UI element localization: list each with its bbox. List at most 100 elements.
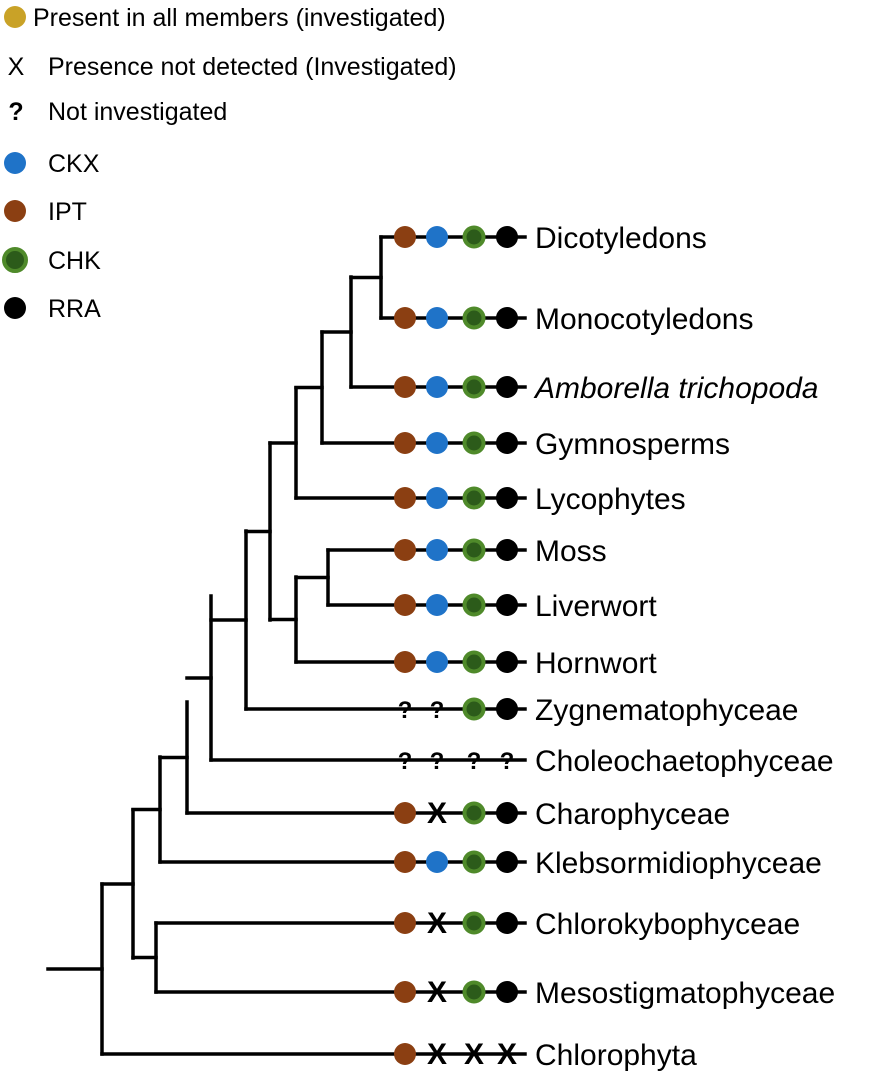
chk-dot xyxy=(462,650,486,674)
legend-ckx-dot xyxy=(4,152,26,174)
legend-item: IPT xyxy=(4,198,87,226)
taxon-label: Choleochaetophyceae xyxy=(535,745,834,778)
not-investigated-question-mark: ? xyxy=(430,748,445,775)
ckx-dot xyxy=(426,432,448,454)
not-investigated-question-mark: ? xyxy=(398,748,413,775)
ckx-dot xyxy=(426,376,448,398)
legend-label: CHK xyxy=(48,247,101,275)
ipt-dot xyxy=(394,851,416,873)
rra-dot xyxy=(496,432,518,454)
rra-dot xyxy=(496,307,518,329)
taxon-label: Chlorokybophyceae xyxy=(535,908,800,941)
legend-chk-dot xyxy=(2,247,28,273)
chk-dot xyxy=(462,225,486,249)
not-investigated-question-mark: ? xyxy=(500,748,515,775)
chk-dot xyxy=(462,801,486,825)
ckx-dot xyxy=(426,539,448,561)
ckx-dot xyxy=(426,487,448,509)
not-detected-x-mark: X xyxy=(427,1038,447,1071)
not-detected-x-mark: X xyxy=(427,976,447,1009)
chk-dot xyxy=(462,697,486,721)
legend-item: Present in all members (investigated) xyxy=(4,4,446,32)
chk-dot xyxy=(462,911,486,935)
taxon-label: Klebsormidiophyceae xyxy=(535,847,822,880)
rra-dot xyxy=(496,802,518,824)
taxon-label: Liverwort xyxy=(535,590,657,623)
chk-dot xyxy=(462,980,486,1004)
taxon-label: Monocotyledons xyxy=(535,303,753,336)
ipt-dot xyxy=(394,981,416,1003)
taxon-label: Gymnosperms xyxy=(535,428,730,461)
not-detected-x-mark: X xyxy=(427,797,447,830)
taxon-label: Charophyceae xyxy=(535,798,730,831)
ipt-dot xyxy=(394,594,416,616)
not-detected-x-mark: X xyxy=(464,1038,484,1071)
taxon-row-gymnosperms: Gymnosperms xyxy=(394,428,730,461)
legend-label: IPT xyxy=(48,198,87,226)
ckx-dot xyxy=(426,307,448,329)
chk-dot xyxy=(462,486,486,510)
chk-dot xyxy=(462,306,486,330)
chk-dot xyxy=(462,538,486,562)
legend-item: CHK xyxy=(2,247,101,275)
taxon-row-choleochaetophyceae: ????Choleochaetophyceae xyxy=(398,745,834,778)
taxon-row-dicotyledons: Dicotyledons xyxy=(394,222,707,255)
taxon-row-zygnematophyceae: ?? Zygnematophyceae xyxy=(398,694,799,727)
legend-label: Presence not detected (Investigated) xyxy=(48,53,457,81)
legend-rra-dot xyxy=(4,297,26,319)
taxon-row-hornwort: Hornwort xyxy=(394,647,657,680)
ipt-dot xyxy=(394,432,416,454)
legend-item: CKX xyxy=(4,150,100,178)
rra-dot xyxy=(496,376,518,398)
ipt-dot xyxy=(394,226,416,248)
taxon-row-liverwort: Liverwort xyxy=(394,590,657,623)
taxon-label: Hornwort xyxy=(535,647,657,680)
taxon-row-monocotyledons: Monocotyledons xyxy=(394,303,753,336)
taxon-label: Dicotyledons xyxy=(535,222,707,255)
taxon-label: Zygnematophyceae xyxy=(535,694,799,727)
rra-dot xyxy=(496,487,518,509)
taxon-label: Amborella trichopoda xyxy=(533,372,819,405)
ipt-dot xyxy=(394,539,416,561)
rra-dot xyxy=(496,981,518,1003)
chk-dot xyxy=(462,593,486,617)
taxon-label: Lycophytes xyxy=(535,483,686,516)
chk-dot xyxy=(462,850,486,874)
ipt-dot xyxy=(394,487,416,509)
taxon-label: Moss xyxy=(535,535,607,568)
rra-dot xyxy=(496,698,518,720)
taxon-row-moss: Moss xyxy=(394,535,607,568)
legend-label: CKX xyxy=(48,150,100,178)
tree-branches xyxy=(46,235,527,1056)
taxon-label: Mesostigmatophyceae xyxy=(535,977,835,1010)
taxon-row-lycophytes: Lycophytes xyxy=(394,483,686,516)
taxon-row-amborella-trichopoda: Amborella trichopoda xyxy=(394,372,819,405)
rra-dot xyxy=(496,651,518,673)
legend-all-members-dot xyxy=(4,6,26,28)
legend-ipt-dot xyxy=(4,200,26,222)
ckx-dot xyxy=(426,594,448,616)
legend-item: RRA xyxy=(4,295,101,323)
legend-question-symbol: ? xyxy=(8,98,23,126)
not-detected-x-mark: X xyxy=(497,1038,517,1071)
legend-item: ? Not investigated xyxy=(8,98,227,126)
taxon-row-klebsormidiophyceae: Klebsormidiophyceae xyxy=(394,847,822,880)
ipt-dot xyxy=(394,376,416,398)
not-investigated-question-mark: ? xyxy=(398,697,413,724)
ckx-dot xyxy=(426,651,448,673)
legend-label: Present in all members (investigated) xyxy=(33,4,446,32)
ipt-dot xyxy=(394,1043,416,1065)
ipt-dot xyxy=(394,802,416,824)
ipt-dot xyxy=(394,912,416,934)
chk-dot xyxy=(462,431,486,455)
ipt-dot xyxy=(394,307,416,329)
taxon-row-charophyceae: X Charophyceae xyxy=(394,797,730,831)
rra-dot xyxy=(496,226,518,248)
legend-label: Not investigated xyxy=(48,98,227,126)
not-investigated-question-mark: ? xyxy=(430,697,445,724)
